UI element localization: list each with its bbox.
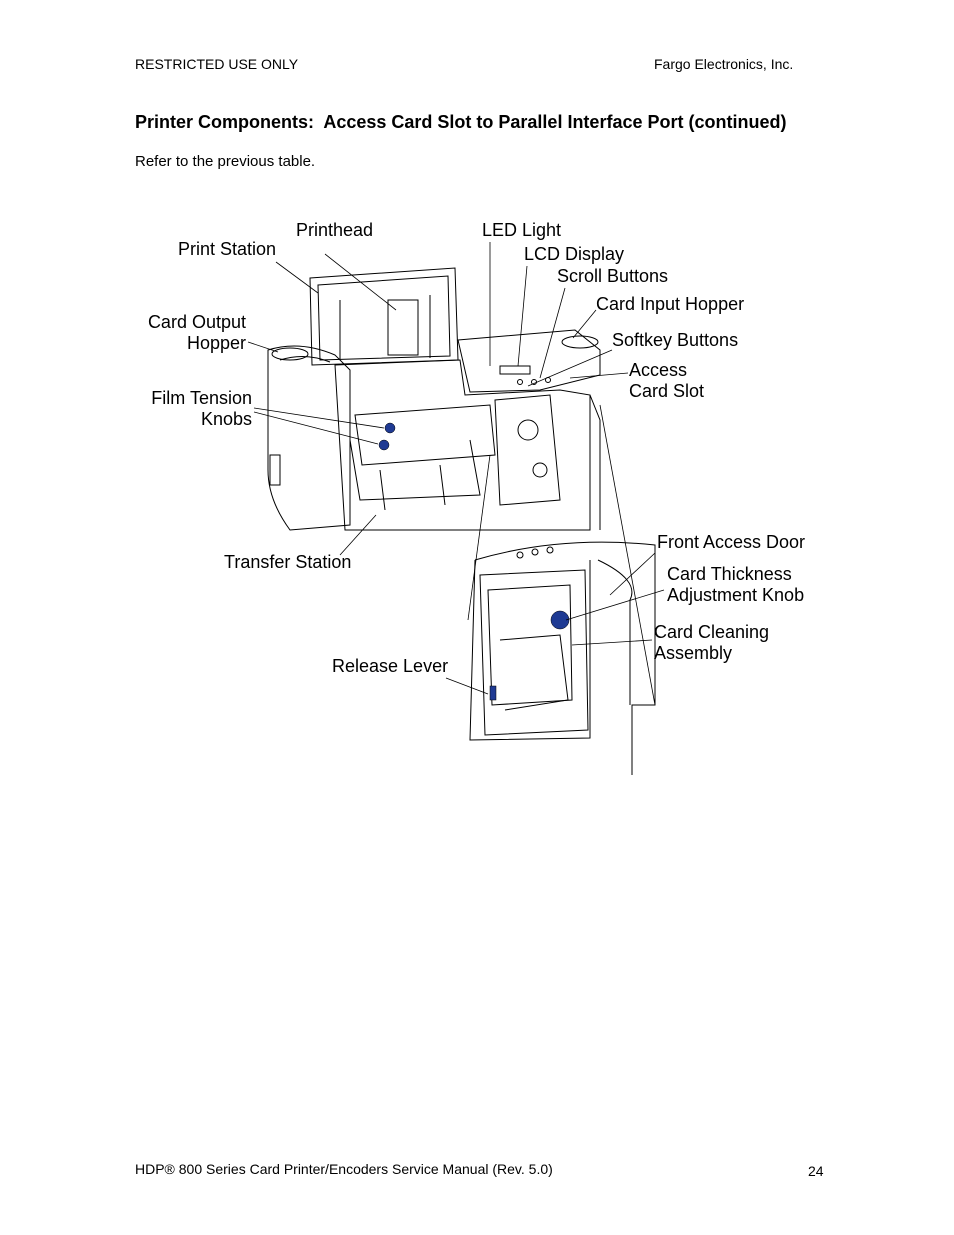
control-panel bbox=[457, 329, 601, 393]
footer-page-number: 24 bbox=[808, 1163, 824, 1179]
label-lcd-display: LCD Display bbox=[524, 244, 625, 264]
label-release-lever: Release Lever bbox=[332, 656, 449, 676]
label-print-station: Print Station bbox=[178, 239, 277, 259]
printer-base bbox=[334, 359, 591, 531]
label-card-cleaning-line2: Assembly bbox=[654, 643, 733, 663]
label-access-card-slot-line2: Card Slot bbox=[629, 381, 705, 401]
card-input-hopper bbox=[561, 335, 599, 349]
card-path-mechanism bbox=[487, 584, 573, 706]
lcd-display bbox=[499, 365, 531, 375]
print-station-body bbox=[309, 267, 459, 366]
film-plate bbox=[354, 404, 496, 466]
label-led-light: LED Light bbox=[482, 220, 562, 240]
label-card-input-hopper: Card Input Hopper bbox=[596, 294, 745, 314]
label-scroll-buttons: Scroll Buttons bbox=[557, 266, 669, 286]
footer-manual-title: HDP® 800 Series Card Printer/Encoders Se… bbox=[135, 1161, 553, 1177]
label-printhead: Printhead bbox=[296, 220, 374, 240]
film-tension-knob-lower bbox=[378, 439, 390, 451]
label-card-output-hopper-line1: Card Output bbox=[147, 312, 246, 332]
card-thickness-knob bbox=[550, 610, 570, 630]
label-card-thickness-line2: Adjustment Knob bbox=[667, 585, 805, 605]
printhead-unit bbox=[387, 299, 419, 356]
header-right: Fargo Electronics, Inc. bbox=[654, 56, 794, 72]
section-title: Printer Components: Access Card Slot to … bbox=[135, 112, 787, 132]
label-front-access-door: Front Access Door bbox=[657, 532, 806, 552]
label-softkey-buttons: Softkey Buttons bbox=[612, 330, 739, 350]
printer-illustration bbox=[247, 242, 665, 775]
film-tension-knob-upper bbox=[384, 422, 396, 434]
label-card-cleaning-line1: Card Cleaning bbox=[654, 622, 770, 642]
release-lever-handle bbox=[489, 685, 497, 701]
label-film-tension-knobs-line2: Knobs bbox=[200, 409, 252, 429]
card-output-hopper-body bbox=[267, 345, 351, 531]
intro-text: Refer to the previous table. bbox=[135, 153, 316, 170]
label-card-thickness-line1: Card Thickness bbox=[667, 564, 792, 584]
label-access-card-slot-line1: Access bbox=[629, 360, 688, 380]
header-left: RESTRICTED USE ONLY bbox=[135, 56, 299, 72]
label-film-tension-knobs-line1: Film Tension bbox=[151, 388, 252, 408]
front-access-door bbox=[474, 541, 656, 775]
label-transfer-station: Transfer Station bbox=[224, 552, 352, 572]
label-card-output-hopper-line2: Hopper bbox=[186, 333, 246, 353]
